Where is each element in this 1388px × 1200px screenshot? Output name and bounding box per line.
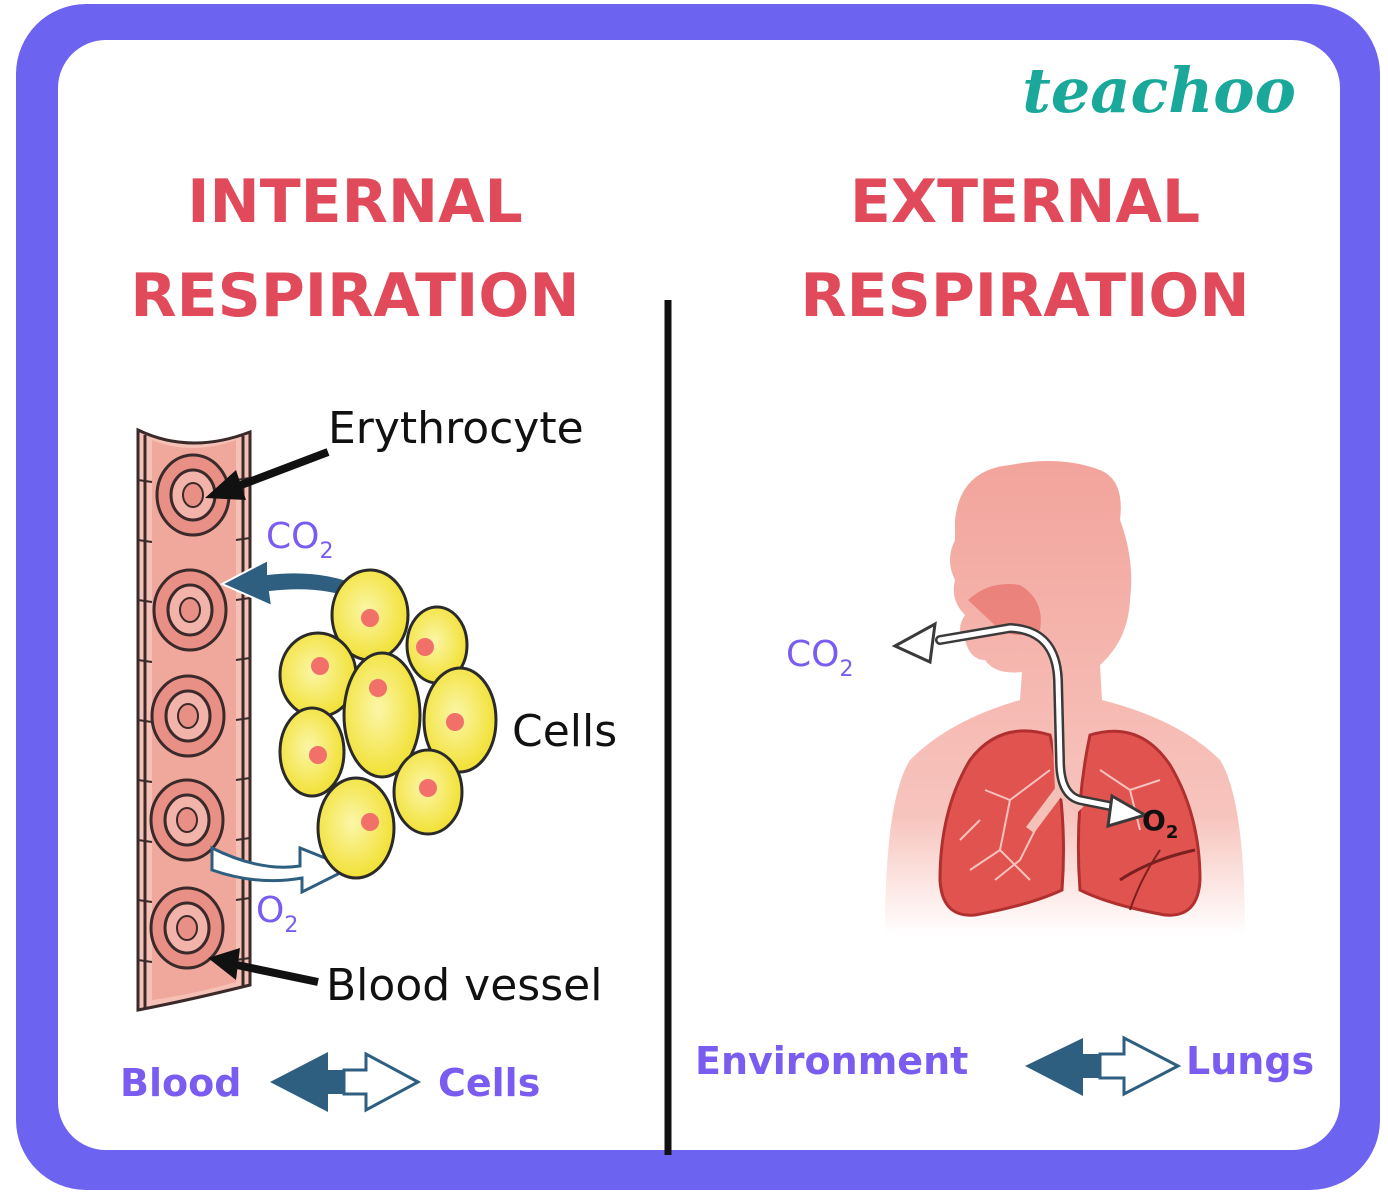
exchange-arrow-internal (270, 1051, 422, 1113)
internal-co2-label: CO2 (266, 516, 333, 564)
erythrocyte-pointer-arrow (205, 448, 330, 500)
left-lung (938, 729, 1065, 917)
blood-vessel-pointer-arrow (208, 948, 319, 986)
erythrocyte-1 (155, 453, 231, 537)
internal-title-line2: RESPIRATION (130, 261, 579, 331)
cell-nuclei (309, 609, 464, 831)
internal-title-line1: INTERNAL (187, 167, 523, 237)
external-title-line1: EXTERNAL (850, 167, 1200, 237)
erythrocyte-3 (150, 674, 226, 758)
external-co2-label: CO2 (786, 634, 853, 682)
cell (316, 776, 396, 880)
erythrocyte-4 (149, 778, 225, 862)
erythrocyte-5 (149, 886, 225, 970)
airway-arrow (891, 621, 1149, 829)
exchange-arrow-external (1025, 1035, 1182, 1097)
right-lung (1076, 729, 1202, 917)
external-footer-lungs: Lungs (1186, 1039, 1314, 1083)
o2-arrow-internal (210, 845, 354, 895)
internal-o2-label: O2 (256, 890, 298, 938)
label-erythrocyte: Erythrocyte (328, 403, 584, 454)
internal-footer-cells: Cells (438, 1061, 540, 1105)
external-footer-environment: Environment (695, 1039, 968, 1083)
external-o2-label: O2 (1142, 804, 1178, 843)
internal-footer-blood: Blood (120, 1061, 241, 1105)
erythrocyte-2 (152, 568, 228, 652)
teachoo-logo: teachoo (1022, 54, 1296, 127)
cell (342, 651, 422, 779)
label-blood-vessel: Blood vessel (326, 960, 602, 1011)
external-title-line2: RESPIRATION (800, 261, 1249, 331)
co2-arrow-internal (219, 558, 362, 608)
label-cells: Cells (512, 706, 617, 757)
